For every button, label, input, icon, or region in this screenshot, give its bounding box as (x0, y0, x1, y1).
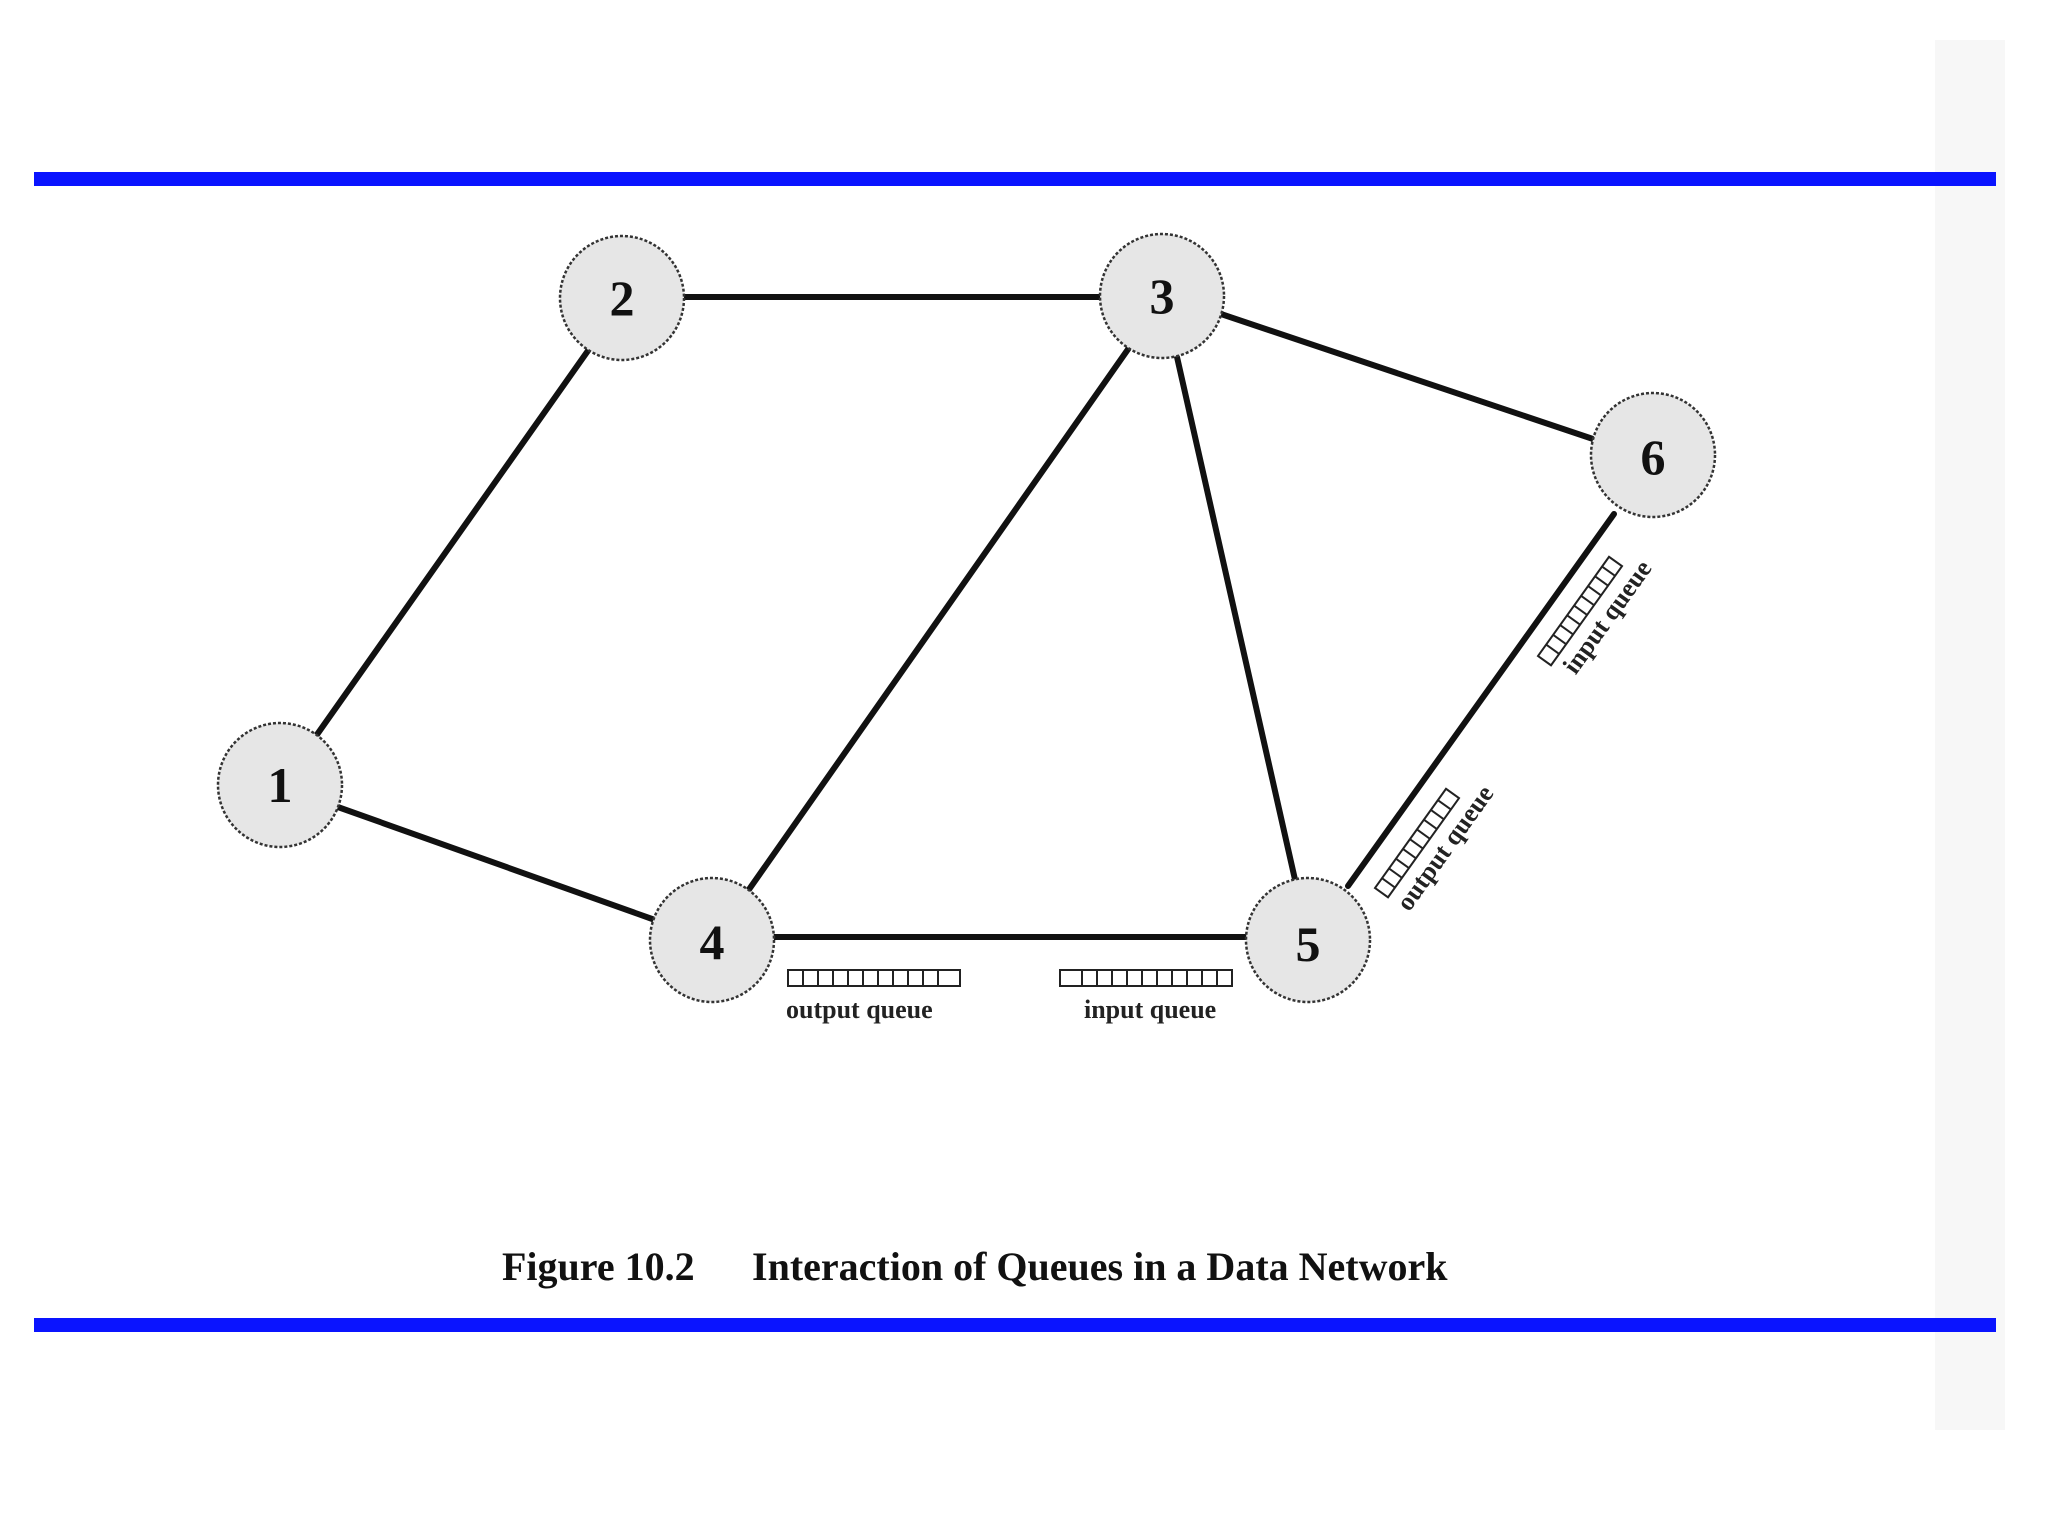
right-edge-strip (1935, 40, 2005, 1430)
queue-cells (1545, 565, 1616, 655)
node-4-label: 4 (700, 914, 725, 970)
queue-5-6-input: input queue (1536, 555, 1657, 679)
queue-5-6-output: output queue (1373, 780, 1499, 916)
node-1: 1 (216, 721, 344, 849)
node-5-label: 5 (1296, 916, 1321, 972)
edge-3-6 (1218, 311, 1599, 443)
bottom-rule (34, 1318, 1996, 1332)
queue-cells (802, 970, 939, 986)
node-6-label: 6 (1641, 429, 1666, 485)
edge-3-5 (1174, 354, 1299, 887)
node-3-label: 3 (1150, 268, 1175, 324)
edge-3-4 (740, 342, 1134, 901)
queue-4-5-input-label: input queue (1084, 995, 1216, 1024)
node-6: 6 (1589, 391, 1717, 519)
node-5: 5 (1244, 876, 1372, 1004)
edges-layer (313, 294, 1617, 940)
node-2: 2 (558, 234, 686, 362)
edge-1-2 (313, 342, 595, 739)
queue-4-5-input (1059, 969, 1233, 987)
queue-cells (1381, 799, 1452, 889)
figure-number: Figure 10.2 (502, 1244, 695, 1289)
nodes-layer: 1 2 3 4 5 6 (216, 232, 1717, 1004)
edge-1-4 (332, 803, 658, 923)
node-4: 4 (648, 876, 776, 1004)
edge-5-6 (1345, 511, 1617, 889)
queue-4-5-output (787, 969, 961, 987)
top-rule (34, 172, 1996, 186)
node-3: 3 (1098, 232, 1226, 360)
node-1-label: 1 (268, 757, 293, 813)
queue-4-5-output-label: output queue (786, 995, 933, 1024)
queue-cells (1081, 970, 1218, 986)
node-2-label: 2 (610, 270, 635, 326)
figure-title: Interaction of Queues in a Data Network (752, 1244, 1448, 1289)
